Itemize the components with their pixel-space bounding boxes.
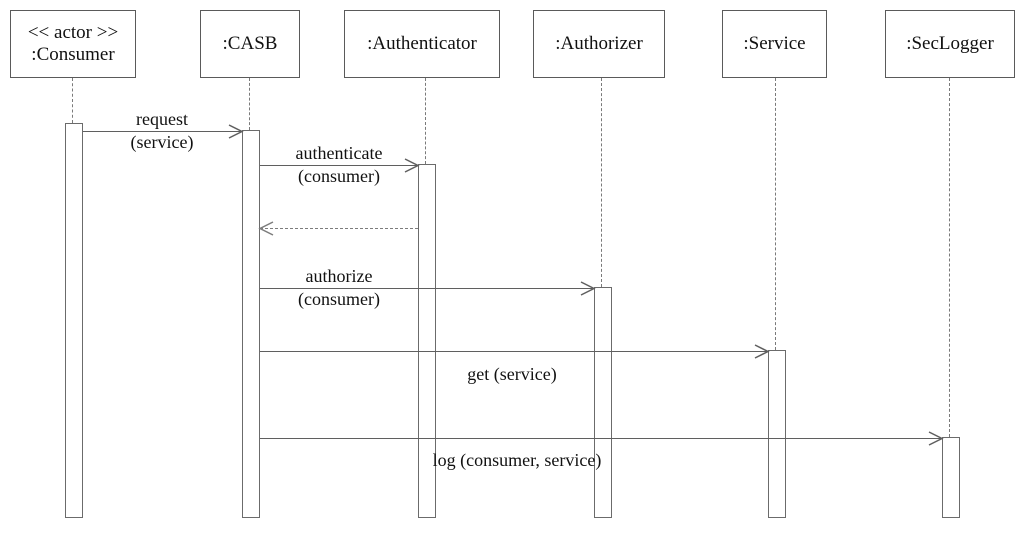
message-label-line1: get (service) [467,364,557,384]
activation-bar-authenticator [418,164,436,518]
message-label-line2: (consumer) [298,165,380,186]
message-line-m1 [83,131,242,132]
lifeline-header-service[interactable]: :Service [722,10,827,78]
message-line-m3 [260,228,418,229]
lifeline-header-authorizer[interactable]: :Authorizer [533,10,665,78]
lifeline-name: :CASB [222,32,278,54]
activation-bar-consumer [65,123,83,518]
lifeline-service [775,78,776,350]
lifeline-casb [249,78,250,130]
lifeline-authorizer [601,78,602,287]
message-label-line1: authorize [305,266,373,286]
lifeline-name: :Authenticator [367,32,477,54]
message-label-m2: authenticate(consumer) [296,142,383,187]
message-label-line1: request [136,109,188,129]
arrowhead-icon [928,430,944,446]
arrowhead-icon [404,157,420,173]
message-label-line2: (service) [130,131,194,152]
message-label-line2: (consumer) [298,288,380,309]
message-label-line1: authenticate [295,143,383,163]
arrowhead-icon [754,343,770,359]
lifeline-header-casb[interactable]: :CASB [200,10,300,78]
arrowhead-icon [258,220,274,236]
lifeline-header-consumer[interactable]: << actor >>:Consumer [10,10,136,78]
lifeline-name: :Service [743,32,806,54]
message-line-m4 [260,288,594,289]
activation-bar-authorizer [594,287,612,518]
arrowhead-icon [580,280,596,296]
activation-bar-casb [242,130,260,518]
message-line-m6 [260,438,942,439]
lifeline-stereotype: << actor >> [27,21,119,43]
activation-bar-seclogger [942,437,960,518]
lifeline-name: :Authorizer [555,32,643,54]
lifeline-consumer [72,78,73,123]
lifeline-seclogger [949,78,950,437]
lifeline-header-authenticator[interactable]: :Authenticator [344,10,500,78]
message-label-m1: request(service) [131,108,194,153]
message-label-m5: get (service) [467,363,556,386]
message-label-m4: authorize(consumer) [298,265,380,310]
lifeline-name: :Consumer [31,44,115,65]
message-line-m2 [260,165,418,166]
lifeline-authenticator [425,78,426,164]
arrowhead-icon [228,123,244,139]
activation-bar-service [768,350,786,518]
message-label-line1: log (consumer, service) [432,450,602,470]
message-label-m6: log (consumer, service) [433,449,602,472]
lifeline-header-seclogger[interactable]: :SecLogger [885,10,1015,78]
message-line-m5 [260,351,768,352]
lifeline-name: :SecLogger [906,32,994,54]
